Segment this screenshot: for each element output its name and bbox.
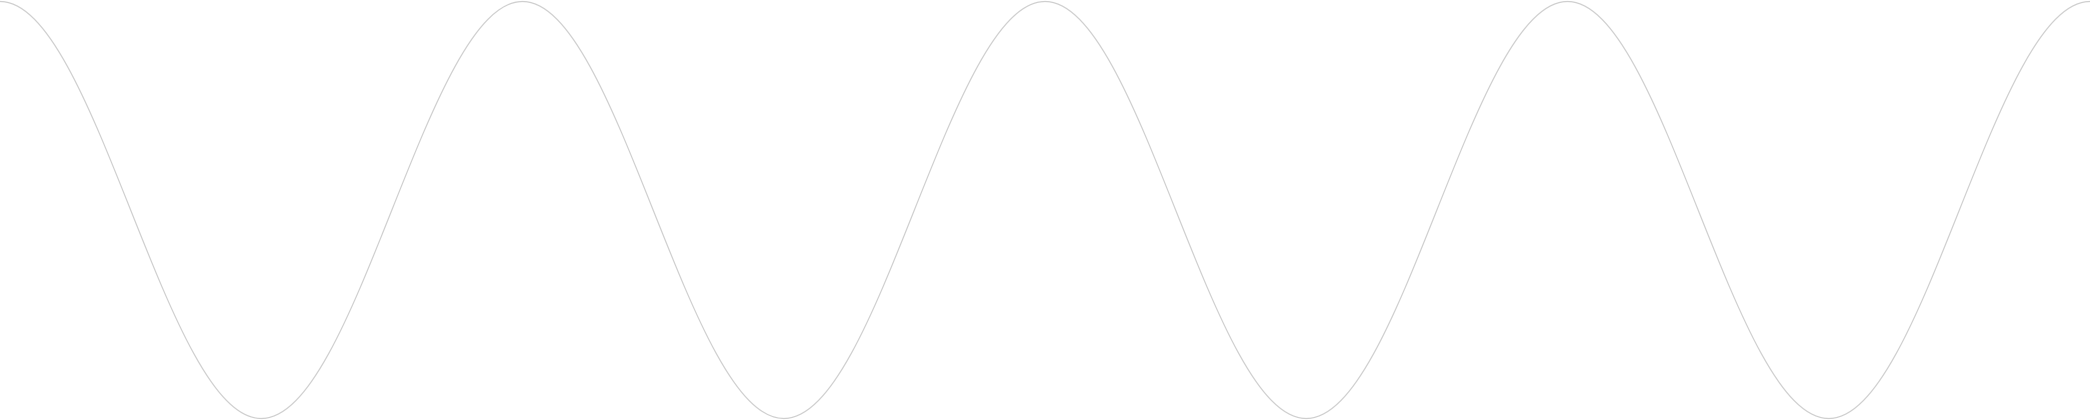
decorative-wave-graphic [0,0,2090,420]
wave-line [0,0,2090,420]
blank-canvas [0,0,2090,420]
